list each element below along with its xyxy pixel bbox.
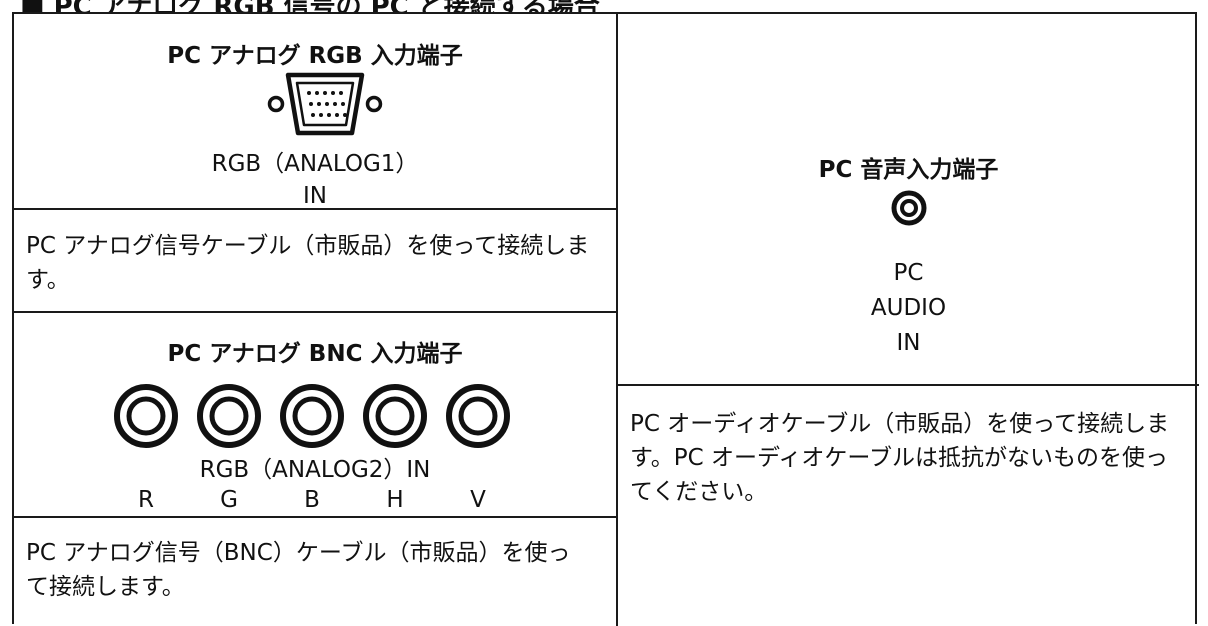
- bnc-channel-v: V: [470, 487, 486, 513]
- audio-port-label-line3: IN: [896, 330, 921, 356]
- row-divider-1: [14, 208, 616, 210]
- rgb-section-title: PC アナログ RGB 入力端子: [167, 43, 463, 69]
- bnc-section-title: PC アナログ BNC 入力端子: [167, 341, 463, 367]
- connector-table: PC アナログ RGB 入力端子 RGB（ANALOG1） IN PC アナログ…: [12, 12, 1199, 626]
- row-divider-2: [14, 311, 616, 313]
- rgb-port-label-line2: IN: [303, 183, 327, 209]
- bnc-port-label: RGB（ANALOG2）IN: [199, 457, 431, 483]
- rgb-description: PC アナログ信号ケーブル（市販品）を使って接続します。: [26, 233, 590, 293]
- row-divider-3: [14, 516, 616, 518]
- audio-jack-icon: [891, 190, 927, 226]
- rgb-port-label-line1: RGB（ANALOG1）: [211, 151, 419, 177]
- audio-port-label-line1: PC: [893, 260, 924, 286]
- bnc-channel-b: B: [304, 487, 320, 513]
- audio-section-title: PC 音声入力端子: [818, 157, 999, 183]
- page-heading: ■ PC アナログ RGB 信号の PC と接続する場合: [0, 0, 1208, 12]
- vga-connector-icon: [267, 72, 383, 136]
- row-divider-right: [616, 384, 1199, 386]
- audio-port-label-line2: AUDIO: [870, 295, 947, 321]
- audio-description: PC オーディオケーブル（市販品）を使って接続します。PC オーディオケーブルは…: [630, 411, 1170, 505]
- bnc-description: PC アナログ信号（BNC）ケーブル（市販品）を使って接続します。: [26, 540, 571, 600]
- bnc-channel-r: R: [138, 487, 154, 513]
- bnc-channel-g: G: [220, 487, 238, 513]
- bnc-connector-icon: [114, 384, 510, 448]
- bnc-channel-h: H: [386, 487, 404, 513]
- column-divider: [616, 14, 618, 626]
- page-heading-text: ■ PC アナログ RGB 信号の PC と接続する場合: [20, 0, 600, 12]
